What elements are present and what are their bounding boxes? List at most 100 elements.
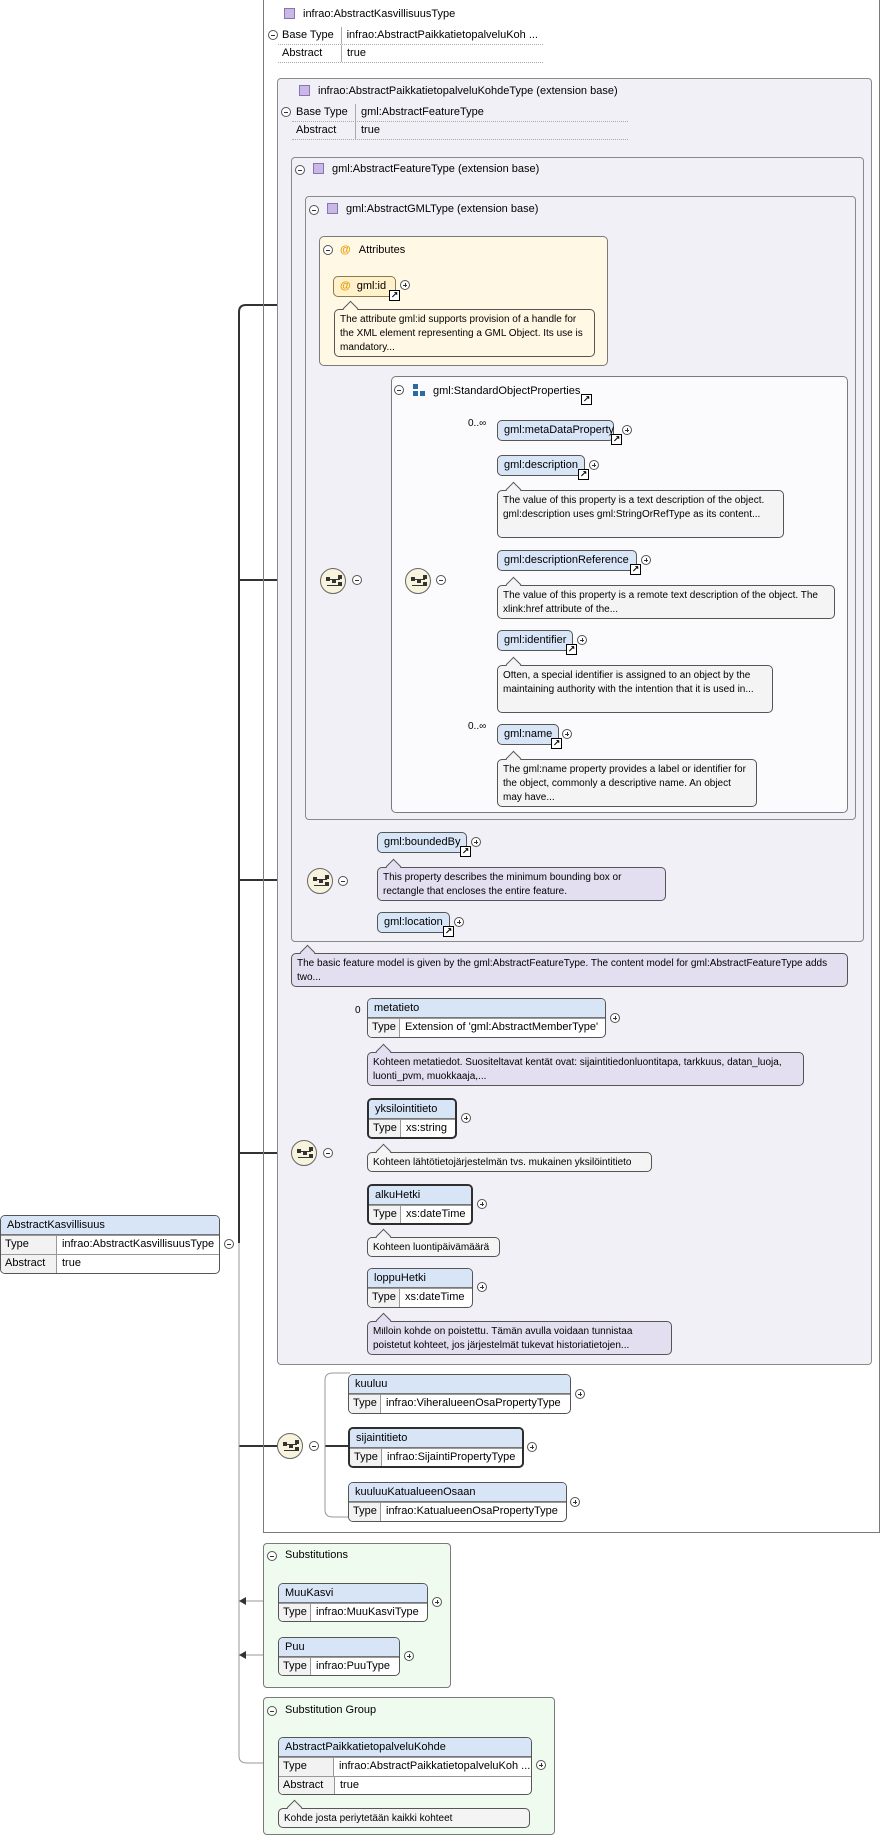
substitution-group-collapse-icon[interactable] [267,1706,277,1716]
muukasvi-type-label: Type [279,1604,311,1621]
root-abstract-value: true [62,1257,81,1269]
gml-location[interactable]: gml:location [377,912,450,933]
kuuluu-element[interactable]: kuuluu Type infrao:ViheralueenOsaProperty… [348,1374,571,1414]
substitutions-collapse-icon[interactable] [267,1551,277,1561]
kasvi-sequence-collapse-icon[interactable] [309,1441,319,1451]
standard-props-sequence-collapse-icon[interactable] [436,575,446,585]
loppuhetki-type-label: Type [368,1289,400,1307]
complex-type-abstract-label: Abstract [278,45,342,62]
gml-description[interactable]: gml:description [497,455,585,476]
identifier-expand-icon[interactable] [577,635,587,645]
ext-feature-collapse-icon[interactable] [295,165,305,175]
metatieto-expand-icon[interactable] [610,1013,620,1023]
kuuluu-katualueen-osaan-name: kuuluuKatualueenOsaan [349,1483,566,1502]
attr-gml-id-expand-icon[interactable] [400,280,410,290]
gml-identifier-doc: Often, a special identifier is assigned … [497,665,773,713]
kuuluu-type-value: infrao:ViheralueenOsaPropertyType [386,1397,561,1409]
gml-name[interactable]: gml:name [497,724,559,745]
ext-paikkatieto-icon [299,85,310,96]
root-element-box[interactable]: AbstractKasvillisuus Type infrao:Abstrac… [0,1215,220,1274]
name-expand-icon[interactable] [562,729,572,739]
kuuluu-name: kuuluu [349,1375,570,1394]
kuuluu-expand-icon[interactable] [575,1389,585,1399]
description-link-icon[interactable]: ↗ [578,469,589,480]
yksilointitieto-expand-icon[interactable] [461,1113,471,1123]
ext-paikkatieto-title: infrao:AbstractPaikkatietopalveluKohdeTy… [299,85,618,97]
complex-type-base-label: Base Type [278,27,342,44]
feature-sequence-icon[interactable] [320,568,346,594]
puu-expand-icon[interactable] [404,1651,414,1661]
bounded-by-link-icon[interactable]: ↗ [460,846,471,857]
complex-type-frame [263,0,880,1533]
gml-bounded-by-doc: This property describes the minimum boun… [377,867,666,901]
substitution-group-expand-icon[interactable] [536,1760,546,1770]
substitutions-title: Substitutions [285,1549,348,1561]
muukasvi-expand-icon[interactable] [432,1597,442,1607]
complex-type-base-value: infrao:AbstractPaikkatietopalveluKoh ... [346,29,538,41]
attributes-title: @Attributes [340,244,406,256]
gml-identifier[interactable]: gml:identifier [497,630,573,651]
name-link-icon[interactable]: ↗ [551,738,562,749]
standard-props-title: gml:StandardObjectProperties [413,384,580,397]
substitution-group-name: AbstractPaikkatietopalveluKohde [279,1738,531,1757]
location-expand-icon[interactable] [454,917,464,927]
standard-props-collapse-icon[interactable] [394,385,404,395]
ext-paikkatieto-base-value: gml:AbstractFeatureType [361,106,484,118]
yksilointitieto-type-value: xs:string [406,1122,447,1134]
ext-paikkatieto-collapse-icon[interactable] [281,107,291,117]
attributes-collapse-icon[interactable] [323,245,333,255]
gml-name-doc: The gml:name property provides a label o… [497,759,757,807]
kasvi-sequence-icon[interactable] [277,1433,303,1459]
attr-gml-id[interactable]: @gml:id [333,276,396,297]
gml-bounded-by[interactable]: gml:boundedBy [377,832,467,853]
ext-feature-doc: The basic feature model is given by the … [291,953,848,987]
substitution-group-abstract-value: true [340,1779,359,1791]
loppuhetki-expand-icon[interactable] [477,1282,487,1292]
metatieto-type-value: Extension of 'gml:AbstractMemberType' [405,1021,599,1033]
loppuhetki-doc: Milloin kohde on poistettu. Tämän avulla… [367,1321,672,1355]
location-link-icon[interactable]: ↗ [443,926,454,937]
description-expand-icon[interactable] [589,460,599,470]
kuuluu-type-label: Type [349,1395,381,1413]
attr-gml-id-link-icon[interactable]: ↗ [389,290,400,301]
description-reference-expand-icon[interactable] [641,555,651,565]
gml-description-reference[interactable]: gml:descriptionReference [497,550,637,571]
substitution-group-type-value: infrao:AbstractPaikkatietopalveluKoh ... [338,1760,531,1772]
ext-paikkatieto-abstract-label: Abstract [292,122,356,139]
description-reference-link-icon[interactable]: ↗ [630,564,641,575]
root-collapse-icon[interactable] [224,1239,234,1249]
root-type-value: infrao:AbstractKasvillisuusType [61,1238,215,1250]
standard-props-link-icon[interactable]: ↗ [581,394,592,405]
bounded-sequence-icon[interactable] [307,868,333,894]
kuuluu-katualueen-osaan-expand-icon[interactable] [570,1497,580,1507]
feature-sequence-collapse-icon[interactable] [352,575,362,585]
paikka-sequence-collapse-icon[interactable] [323,1148,333,1158]
complex-type-collapse-icon[interactable] [268,30,278,40]
bounded-by-expand-icon[interactable] [471,837,481,847]
identifier-link-icon[interactable]: ↗ [566,644,577,655]
bounded-sequence-collapse-icon[interactable] [338,876,348,886]
paikka-sequence-icon[interactable] [291,1140,317,1166]
name-cardinality: 0..∞ [468,721,487,732]
metatieto-name: metatieto [368,999,605,1018]
metadata-property-link-icon[interactable]: ↗ [611,434,622,445]
sijaintitieto-expand-icon[interactable] [527,1442,537,1452]
alkuhetki-expand-icon[interactable] [477,1199,487,1209]
metadata-property-expand-icon[interactable] [622,425,632,435]
metatieto-cardinality: 0 [355,1005,361,1016]
ext-gml-collapse-icon[interactable] [309,205,319,215]
metatieto-doc: Kohteen metatiedot. Suositeltavat kentät… [367,1052,804,1086]
ext-feature-title: gml:AbstractFeatureType (extension base) [313,163,539,175]
gml-metadata-property[interactable]: gml:metaDataProperty [497,420,614,441]
puu-type-label: Type [279,1658,311,1675]
standard-props-sequence-icon[interactable] [405,568,431,594]
